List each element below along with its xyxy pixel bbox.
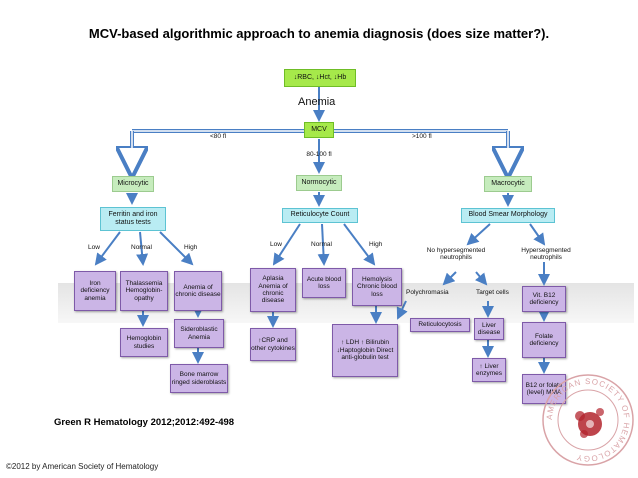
thalassemia-box: Thalassemia Hemoglobin-opathy [120,271,168,311]
hemoglobin-studies-box: Hemoglobin studies [120,328,168,357]
label-normo-high: High [369,241,383,248]
b12-deficiency-box: Vit. B12 deficiency [522,286,566,312]
liver-disease-box: Liver disease [474,318,504,340]
reticulocyte-count-box: Reticulocyte Count [282,208,358,223]
label-hypersegmented: Hypersegmented neutrophils [511,247,581,261]
label-normo-normal: Normal [311,241,332,248]
label-gt100: >100 fl [412,133,432,140]
aplasia-box: Aplasia Anemia of chronic disease [250,268,296,312]
label-no-hypersegmented-text: No hypersegmented neutrophils [426,247,486,261]
label-target-cells: Target cells [476,289,509,296]
reticulocytosis-box: Reticulocytosis [410,318,470,332]
mcv-box: MCV [304,122,334,138]
label-80-100: 80-100 fl [306,151,332,158]
crp-box: ↑CRP and other cytokines [250,328,296,361]
chronic-disease-micro-box: Anemia of chronic disease [174,271,222,311]
macrocytic-box: Macrocytic [484,176,532,192]
b12-folate-levels-box: B12 or folate (level) MMA [522,374,566,404]
citation: Green R Hematology 2012;2012:492-498 [54,417,235,428]
label-micro-normal: Normal [131,244,152,251]
label-micro-low: Low [88,244,100,251]
lab-tests-box: ↑ LDH ↑ Bilirubin ↓Haptoglobin Direct an… [332,324,398,377]
folate-deficiency-box: Folate deficiency [522,322,566,358]
label-normo-low: Low [270,241,282,248]
anemia-label: Anemia [298,96,336,108]
ferritin-tests-box: Ferritin and iron status tests [100,207,166,231]
label-hypersegmented-text: Hypersegmented neutrophils [521,247,571,261]
lab-findings-box: ↓RBC, ↓Hct, ↓Hb [284,69,356,87]
label-lt80: <80 fl [210,133,227,140]
copyright: ©2012 by American Society of Hematology [6,462,159,471]
normocytic-box: Normocytic [296,175,342,191]
society-seal-logo: AMERICAN SOCIETY OF HEMATOLOGY [542,374,634,466]
label-micro-high: High [184,244,198,251]
figure-title: MCV-based algorithmic approach to anemia… [88,26,550,41]
iron-deficiency-box: Iron deficiency anemia [74,271,116,311]
hemolysis-box: Hemolysis Chronic blood loss [352,268,402,306]
bone-marrow-box: Bone marrow ringed sideroblasts [170,364,228,393]
sideroblastic-anemia-box: Sideroblastic Anemia [174,319,224,348]
liver-enzymes-box: ↑ Liver enzymes [472,358,506,382]
label-polychromasia: Polychromasia [406,289,449,296]
acute-blood-loss-box: Acute blood loss [302,268,346,298]
label-no-hypersegmented: No hypersegmented neutrophils [422,247,490,261]
blood-smear-box: Blood Smear Morphology [461,208,555,223]
microcytic-box: Microcytic [112,176,154,192]
